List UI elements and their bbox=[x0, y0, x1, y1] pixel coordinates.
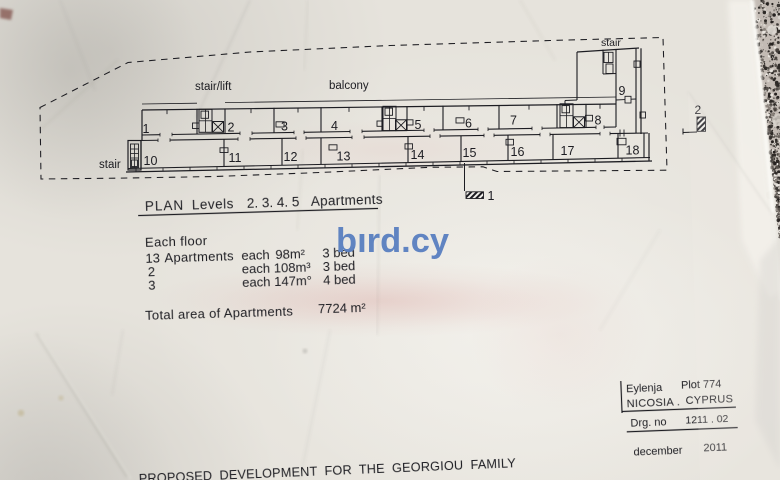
svg-text:108m³: 108m³ bbox=[274, 259, 312, 275]
svg-text:8: 8 bbox=[595, 114, 602, 128]
svg-text:15: 15 bbox=[463, 146, 477, 160]
svg-text:Plot 774: Plot 774 bbox=[681, 378, 722, 392]
svg-text:stair: stair bbox=[601, 37, 621, 49]
svg-text:13: 13 bbox=[145, 250, 160, 265]
svg-text:Apartments: Apartments bbox=[164, 248, 234, 265]
svg-text:98m²: 98m² bbox=[275, 246, 306, 262]
svg-text:18: 18 bbox=[626, 144, 640, 158]
svg-text:balcony: balcony bbox=[329, 80, 369, 92]
svg-text:each: each bbox=[242, 274, 271, 290]
svg-text:3: 3 bbox=[281, 120, 288, 134]
svg-text:7724 m²: 7724 m² bbox=[318, 300, 367, 316]
svg-text:Each floor: Each floor bbox=[145, 233, 208, 250]
svg-text:16: 16 bbox=[511, 145, 525, 159]
svg-text:1211 . 02: 1211 . 02 bbox=[685, 413, 729, 427]
svg-text:2: 2 bbox=[228, 121, 235, 135]
svg-text:3 bed: 3 bed bbox=[322, 245, 355, 261]
svg-text:bırd.cy: bırd.cy bbox=[336, 222, 449, 260]
svg-text:12: 12 bbox=[284, 150, 298, 164]
svg-text:Total area of Apartments: Total area of Apartments bbox=[145, 303, 294, 322]
svg-text:10: 10 bbox=[144, 154, 158, 168]
svg-text:4 bed: 4 bed bbox=[323, 272, 356, 288]
svg-text:CYPRUS: CYPRUS bbox=[685, 393, 733, 407]
svg-text:2011: 2011 bbox=[703, 441, 727, 454]
svg-text:PLAN: PLAN bbox=[145, 198, 185, 214]
svg-text:11: 11 bbox=[229, 151, 242, 165]
svg-text:7: 7 bbox=[510, 114, 517, 128]
svg-text:NICOSIA .: NICOSIA . bbox=[626, 396, 680, 410]
svg-text:6: 6 bbox=[465, 117, 472, 131]
svg-text:14: 14 bbox=[411, 148, 425, 162]
svg-text:each: each bbox=[242, 261, 271, 277]
svg-text:3: 3 bbox=[148, 278, 156, 293]
svg-text:1: 1 bbox=[143, 122, 150, 136]
svg-text:9: 9 bbox=[619, 84, 626, 98]
svg-text:stair/lift: stair/lift bbox=[195, 81, 232, 93]
svg-text:stair: stair bbox=[99, 159, 121, 171]
svg-text:3 bed: 3 bed bbox=[323, 258, 356, 274]
svg-text:147m°: 147m° bbox=[274, 273, 312, 289]
svg-text:1: 1 bbox=[488, 189, 495, 203]
svg-text:each: each bbox=[241, 247, 270, 263]
svg-text:Eylenja: Eylenja bbox=[626, 382, 663, 395]
svg-text:Drg. no: Drg. no bbox=[630, 416, 667, 429]
svg-text:december: december bbox=[633, 445, 683, 459]
svg-text:Levels: Levels bbox=[192, 196, 234, 212]
svg-text:2: 2 bbox=[148, 264, 156, 279]
svg-text:5: 5 bbox=[415, 118, 422, 132]
svg-text:17: 17 bbox=[561, 144, 575, 158]
svg-text:Apartments: Apartments bbox=[311, 192, 383, 209]
svg-text:2. 3. 4. 5: 2. 3. 4. 5 bbox=[247, 194, 300, 211]
svg-text:4: 4 bbox=[331, 119, 338, 133]
svg-text:2: 2 bbox=[695, 103, 702, 117]
svg-text:13: 13 bbox=[337, 150, 351, 164]
